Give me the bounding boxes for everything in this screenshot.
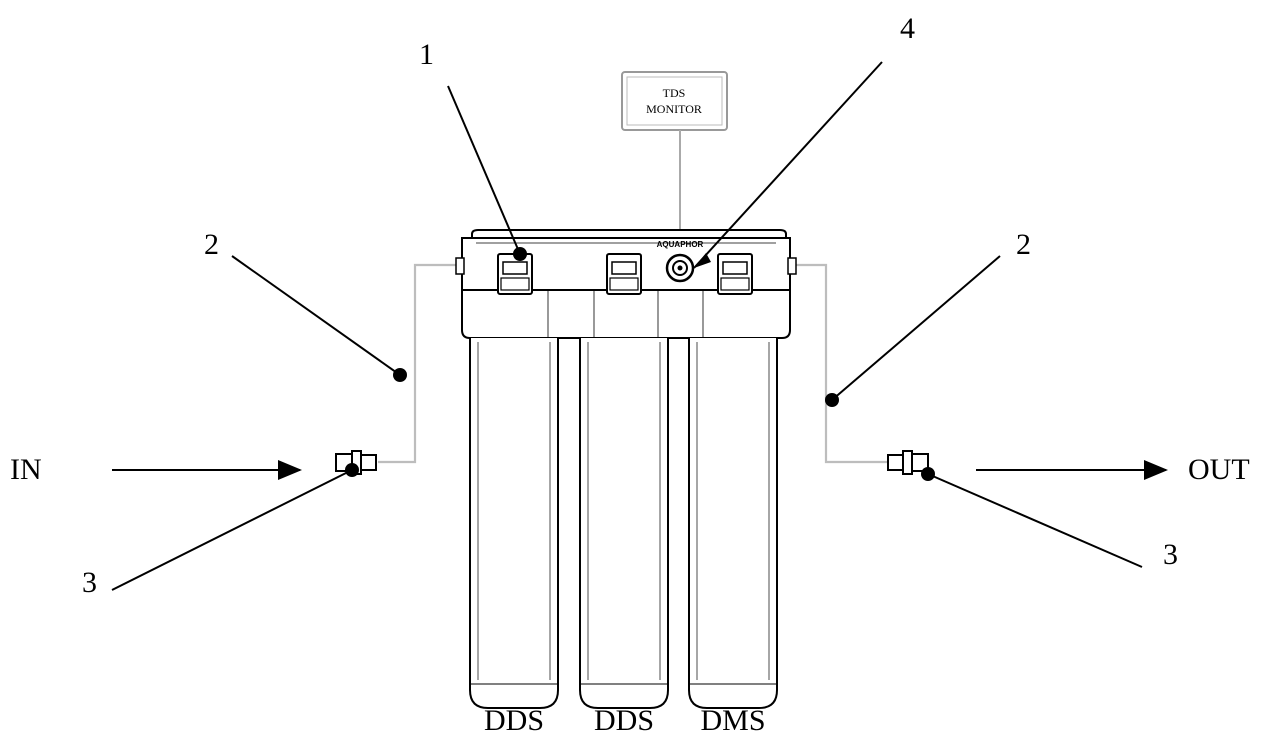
inlet-tube [378, 263, 462, 464]
callout-3-right: 3 [1163, 538, 1178, 571]
shutoff-lever-1[interactable] [497, 253, 533, 295]
tds-monitor-label-line2: MONITOR [646, 102, 702, 116]
cartridge-3 [688, 338, 778, 709]
callout-1: 1 [419, 38, 434, 71]
callout-leaders [111, 61, 1143, 591]
callout-2-right: 2 [1016, 228, 1031, 261]
callout-3-left: 3 [82, 566, 97, 599]
cartridge-2 [579, 338, 669, 709]
cartridge-label-3: DMS [700, 704, 765, 735]
tds-monitor: TDS MONITOR [621, 71, 728, 262]
outlet-fitting [887, 450, 929, 475]
tds-monitor-label-line1: TDS [663, 86, 686, 100]
cartridge-label-1: DDS [484, 704, 544, 735]
outlet-label: OUT [1188, 453, 1250, 486]
callout-4: 4 [900, 12, 915, 45]
outlet-tube [790, 263, 888, 464]
tds-sensor-port [665, 253, 695, 283]
brand-logo: AQUAPHOR [657, 240, 704, 249]
cartridge-label-2: DDS [594, 704, 654, 735]
inlet-label: IN [10, 453, 42, 486]
inlet-fitting [335, 450, 377, 475]
cartridge-1 [469, 338, 559, 709]
shutoff-lever-3[interactable] [717, 253, 753, 295]
shutoff-lever-2[interactable] [606, 253, 642, 295]
callout-2-left: 2 [204, 228, 219, 261]
